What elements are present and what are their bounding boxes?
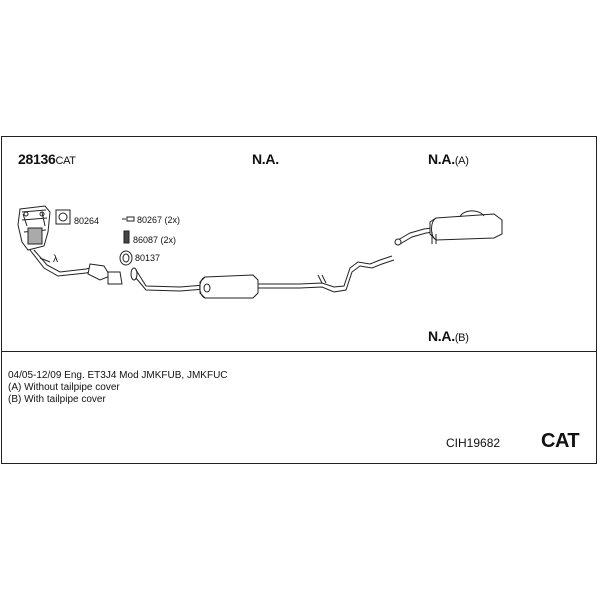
spring-86087-icon bbox=[123, 230, 130, 244]
rear-label-b-suffix: (B) bbox=[454, 332, 469, 344]
part-label-80264: 80264 bbox=[74, 216, 100, 226]
application-note: 04/05-12/09 Eng. ET3J4 Mod JMKFUB, JMKFU… bbox=[8, 370, 228, 381]
note-a: (A) Without tailpipe cover bbox=[8, 382, 120, 393]
rear-label-a-suffix: (A) bbox=[454, 155, 469, 167]
bolt-80267-icon bbox=[122, 216, 135, 222]
gasket-80264-icon bbox=[55, 209, 71, 225]
category-badge: CAT bbox=[541, 430, 580, 452]
catalyst-part-number: 28136 bbox=[18, 151, 56, 167]
intermediate-pipe-icon bbox=[258, 255, 395, 293]
part-label-86087: 86087 (2x) bbox=[133, 235, 177, 245]
ring-gasket-80137-icon bbox=[119, 250, 133, 266]
rear-silencer-label-b: N.A.(B) bbox=[428, 328, 469, 344]
rear-silencer-label-a: N.A.(A) bbox=[428, 151, 469, 167]
diagram-frame bbox=[1, 136, 597, 464]
rear-label-a-text: N.A. bbox=[428, 151, 455, 167]
catalyst-part-label: 28136CAT bbox=[18, 151, 76, 167]
part-label-80267: 80267 (2x) bbox=[137, 215, 181, 225]
rear-label-b-text: N.A. bbox=[428, 328, 455, 344]
note-b: (B) With tailpipe cover bbox=[8, 394, 106, 405]
front-pipe-icon bbox=[130, 267, 206, 292]
mid-section-label: N.A. bbox=[252, 151, 279, 167]
part-label-80137: 80137 bbox=[135, 253, 161, 263]
lambda-sensor-symbol: λ bbox=[53, 254, 58, 265]
kit-code: CIH19682 bbox=[446, 436, 501, 450]
catalytic-converter-icon bbox=[17, 205, 111, 281]
notes-divider bbox=[1, 351, 597, 352]
flange-icon bbox=[107, 271, 123, 285]
middle-silencer-icon bbox=[199, 274, 259, 299]
rear-silencer-icon bbox=[394, 210, 503, 246]
catalyst-part-suffix: CAT bbox=[55, 155, 76, 167]
